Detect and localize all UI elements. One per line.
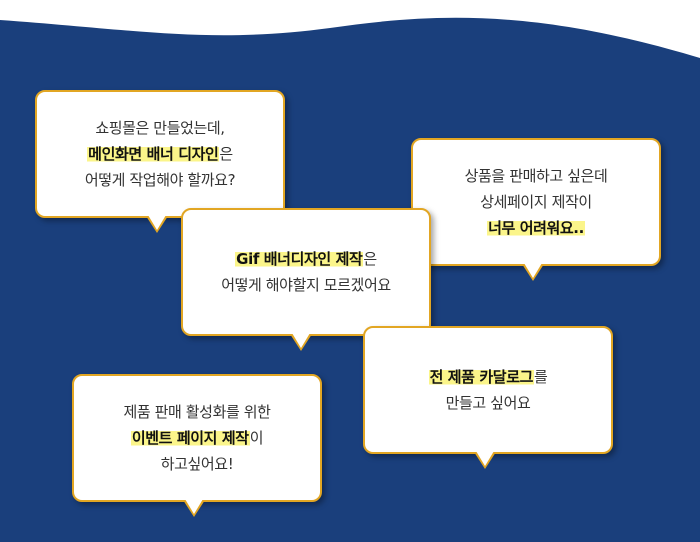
bubble-text-line: 전 제품 카달로그를 — [428, 364, 548, 390]
highlighted-text: 전 제품 카달로그 — [428, 368, 535, 386]
bubble-text-line: 쇼핑몰은 만들었는데, — [95, 115, 225, 141]
bubble-text-line: 너무 어려워요.. — [487, 215, 585, 241]
bubble-text: 상품을 판매하고 싶은데 — [464, 167, 608, 185]
highlighted-text: 너무 어려워요.. — [487, 219, 585, 237]
bubble-text-line: 이벤트 페이지 제작이 — [130, 425, 264, 451]
bubble-text-line: 제품 판매 활성화를 위한 — [123, 399, 271, 425]
bubble-text: 상세페이지 제작이 — [480, 193, 592, 211]
bubble-text: 은 — [363, 250, 377, 268]
bubble-text: 이 — [249, 429, 264, 447]
highlighted-text: 메인화면 배너 디자인 — [87, 145, 220, 163]
bubble-text-line: 메인화면 배너 디자인은 — [87, 141, 233, 167]
bubble-text-line: 하고싶어요! — [161, 451, 234, 477]
bubble-text: 쇼핑몰은 만들었는데, — [95, 119, 225, 137]
bubble-text: 만들고 싶어요 — [445, 394, 531, 412]
bubble-text: 를 — [534, 368, 548, 386]
bubble-text: 어떻게 작업해야 할까요? — [84, 171, 236, 189]
bubble-text: 어떻게 해야할지 모르겠어요 — [221, 276, 391, 294]
highlighted-text: Gif 배너디자인 제작 — [235, 250, 364, 268]
bubble-text-line: Gif 배너디자인 제작은 — [235, 246, 377, 272]
bubble-text-line: 만들고 싶어요 — [446, 390, 531, 416]
bubble-text-line: 어떻게 작업해야 할까요? — [84, 167, 236, 193]
highlighted-text: 이벤트 페이지 제작 — [130, 429, 250, 447]
bubble-text: 하고싶어요! — [160, 455, 234, 473]
bubble-text-line: 상품을 판매하고 싶은데 — [465, 163, 608, 189]
bubble-text-line: 어떻게 해야할지 모르겠어요 — [221, 272, 391, 298]
bubble-text: 은 — [219, 145, 233, 163]
bubble-text: 제품 판매 활성화를 위한 — [123, 403, 271, 421]
bubble-text-line: 상세페이지 제작이 — [480, 189, 592, 215]
